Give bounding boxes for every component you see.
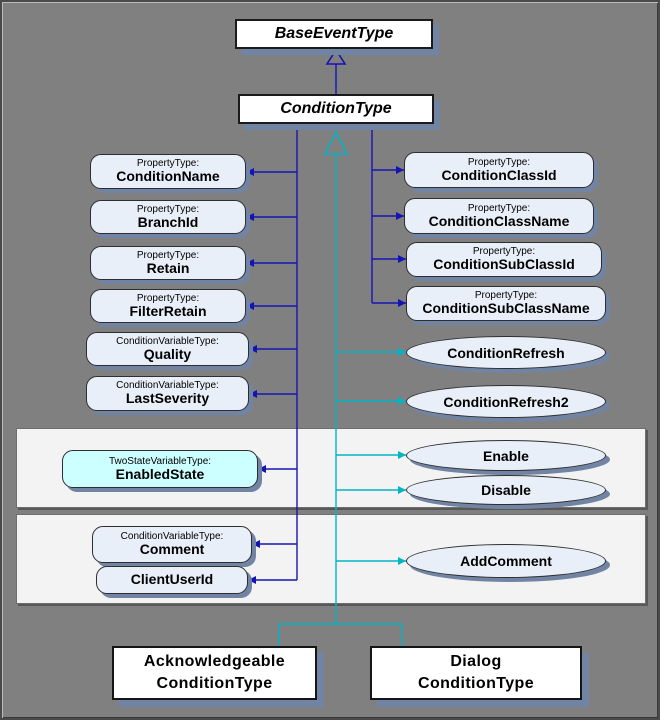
arrowhead-icon [246, 259, 254, 267]
arrowhead-icon [398, 397, 406, 405]
property-name-label: ConditionName [116, 168, 220, 185]
property-name-label: ConditionSubClassId [433, 256, 575, 273]
node-label-line1: Dialog [450, 653, 502, 671]
property-type-label: PropertyType: [136, 249, 200, 261]
property-branch-id: PropertyType: BranchId [90, 200, 246, 234]
arrowhead-icon [396, 212, 404, 220]
property-name-label: Quality [143, 345, 192, 362]
property-name-label: BranchId [137, 213, 199, 230]
method-add-comment: AddComment [406, 544, 606, 578]
method-label: AddComment [460, 553, 552, 569]
method-label: ConditionRefresh2 [443, 393, 569, 410]
property-type-label: TwoStateVariableType: [108, 455, 212, 467]
method-label: Disable [481, 482, 531, 498]
property-condition-class-id: PropertyType: ConditionClassId [404, 152, 594, 188]
property-type-label: PropertyType: [467, 156, 531, 168]
arrowhead-icon [246, 213, 254, 221]
node-label-line1: Acknowledgeable [143, 653, 286, 671]
method-disable: Disable [406, 475, 606, 505]
method-label: Enable [483, 447, 529, 464]
property-type-label: PropertyType: [467, 202, 531, 214]
property-condition-name: PropertyType: ConditionName [90, 154, 246, 189]
node-label-line2: ConditionType [156, 675, 273, 692]
property-condition-sub-class-id: PropertyType: ConditionSubClassId [406, 242, 602, 277]
property-name-label: Comment [139, 541, 205, 558]
property-name-label: ConditionClassName [428, 212, 570, 229]
method-enable: Enable [406, 440, 606, 471]
arrowhead-icon [249, 345, 257, 353]
node-label: ConditionType [280, 100, 392, 117]
property-name-label: Retain [146, 259, 190, 276]
property-name-label: FilterRetain [129, 302, 207, 319]
node-dialog-condition-type: Dialog ConditionType [370, 646, 582, 700]
property-type-label: PropertyType: [136, 158, 200, 170]
method-condition-refresh2: ConditionRefresh2 [406, 385, 606, 418]
arrowhead-icon [398, 255, 406, 263]
property-condition-sub-class-name: PropertyType: ConditionSubClassName [406, 286, 606, 321]
property-type-label: PropertyType: [136, 203, 200, 215]
property-name-label: EnabledState [115, 465, 205, 482]
property-type-label: ConditionVariableType: [116, 335, 219, 347]
arrowhead-icon [398, 299, 406, 307]
property-type-label: PropertyType: [136, 292, 200, 304]
property-condition-class-name: PropertyType: ConditionClassName [404, 198, 594, 234]
arrowhead-icon [398, 348, 406, 356]
property-name-label: ConditionClassId [441, 166, 557, 183]
arrowhead-icon [396, 166, 404, 174]
inheritance-triangle-icon [323, 130, 349, 155]
variable-comment: ConditionVariableType: Comment [92, 526, 252, 563]
property-type-label: PropertyType: [474, 290, 538, 302]
property-type-label: ConditionVariableType: [120, 531, 224, 543]
property-name-label: LastSeverity [125, 390, 210, 407]
property-quality: ConditionVariableType: Quality [86, 332, 249, 366]
node-condition-type: ConditionType [238, 94, 434, 124]
arrowhead-icon [246, 168, 254, 176]
method-condition-refresh: ConditionRefresh [406, 336, 606, 369]
method-label: ConditionRefresh [447, 344, 565, 361]
inheritance-triangle-icon [325, 48, 347, 65]
property-name-label: ClientUserId [130, 571, 214, 588]
property-retain: PropertyType: Retain [90, 246, 246, 280]
node-label: BaseEventType [274, 25, 394, 42]
property-type-label: ConditionVariableType: [116, 380, 219, 392]
property-type-label: PropertyType: [472, 246, 536, 258]
node-label-line2: ConditionType [418, 675, 534, 692]
variable-enabled-state: TwoStateVariableType: EnabledState [62, 450, 258, 488]
property-filter-retain: PropertyType: FilterRetain [90, 289, 246, 323]
arrowhead-icon [246, 302, 254, 310]
node-base-event-type: BaseEventType [235, 19, 433, 49]
property-name-label: ConditionSubClassName [422, 300, 590, 317]
node-acknowledgeable-condition-type: Acknowledgeable ConditionType [112, 646, 317, 700]
property-client-user-id: ClientUserId [96, 566, 248, 594]
arrowhead-icon [249, 390, 257, 398]
property-last-severity: ConditionVariableType: LastSeverity [86, 376, 249, 411]
